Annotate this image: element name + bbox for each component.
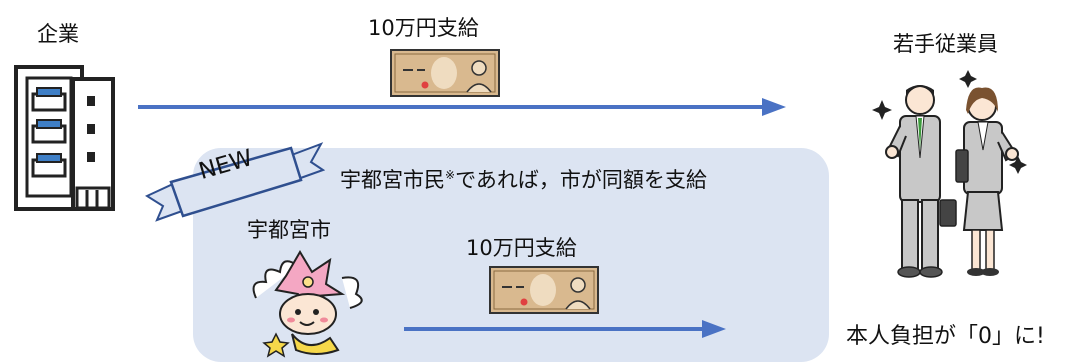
city-label: 宇都宮市 (247, 218, 331, 242)
employees-label: 若手従業員 (893, 32, 998, 56)
condition-text: 宇都宮市民※であれば，市が同額を支給 (340, 164, 707, 194)
condition-text-pre: 宇都宮市民 (340, 168, 445, 192)
city-mascot-illustration (252, 250, 363, 358)
office-building-icon (14, 65, 115, 211)
payment-label-city: 10万円支給 (466, 236, 577, 260)
young-employees-illustration (872, 70, 1027, 278)
banknote-icon (390, 49, 500, 97)
banknote-icon (489, 266, 599, 314)
company-to-employee-arrow (138, 98, 786, 116)
ribbon-banner-icon (145, 142, 325, 222)
payment-label-company: 10万円支給 (368, 16, 479, 40)
company-label: 企業 (37, 22, 79, 46)
city-to-employee-arrow (404, 320, 726, 338)
result-text: 本人負担が「0」に! (846, 324, 1045, 349)
condition-text-post: であれば，市が同額を支給 (455, 168, 707, 192)
condition-note-mark: ※ (445, 168, 456, 182)
